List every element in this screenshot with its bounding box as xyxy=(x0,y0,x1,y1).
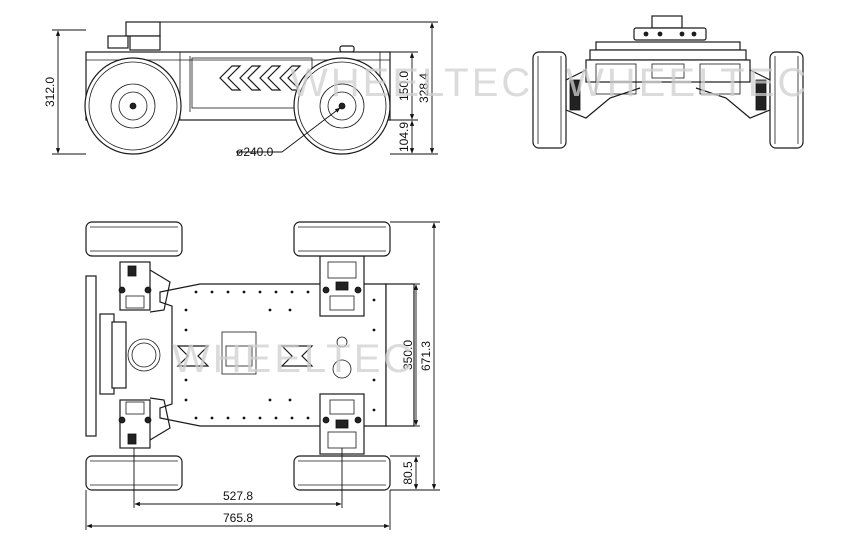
dim-length-671: 671.3 xyxy=(419,341,433,371)
dim-height-150: 150.0 xyxy=(397,71,411,101)
mounting-holes xyxy=(184,290,376,420)
top-front-left-wheel xyxy=(293,221,391,257)
rear-left-lower-suspension xyxy=(118,397,171,449)
side-rear-wheel xyxy=(293,57,391,155)
side-view: 312.0 328.4 150.0 104.9 ø240.0 xyxy=(43,21,438,159)
front-left-wheel xyxy=(532,51,567,149)
dim-height-104: 104.9 xyxy=(397,122,411,152)
top-view: 350.0 671.3 80.5 527.8 765.8 xyxy=(85,221,440,530)
dim-wheel-diameter: ø240.0 xyxy=(236,145,274,159)
front-right-lower-suspension xyxy=(319,393,365,455)
dim-overall-length: 765.8 xyxy=(223,511,253,525)
dim-width-350: 350.0 xyxy=(401,340,415,370)
dim-wheelbase: 527.8 xyxy=(223,489,253,503)
watermark-front: WHEELTEC xyxy=(566,61,809,105)
chevron-right-icon xyxy=(280,345,314,367)
watermark-side: WHEELTEC xyxy=(290,61,533,105)
top-rear-left-wheel xyxy=(85,221,183,257)
watermark-top: WHEELTEC xyxy=(172,337,415,381)
dim-tire-width: 80.5 xyxy=(401,461,415,485)
front-right-suspension xyxy=(319,255,365,317)
chevron-left-icon xyxy=(176,345,210,367)
dim-height-312: 312.0 xyxy=(43,77,57,107)
dim-height-328: 328.4 xyxy=(417,73,431,103)
front-right-wheel xyxy=(769,51,804,149)
front-view xyxy=(532,15,804,149)
rear-left-suspension xyxy=(118,261,171,313)
side-front-wheel xyxy=(84,57,182,155)
